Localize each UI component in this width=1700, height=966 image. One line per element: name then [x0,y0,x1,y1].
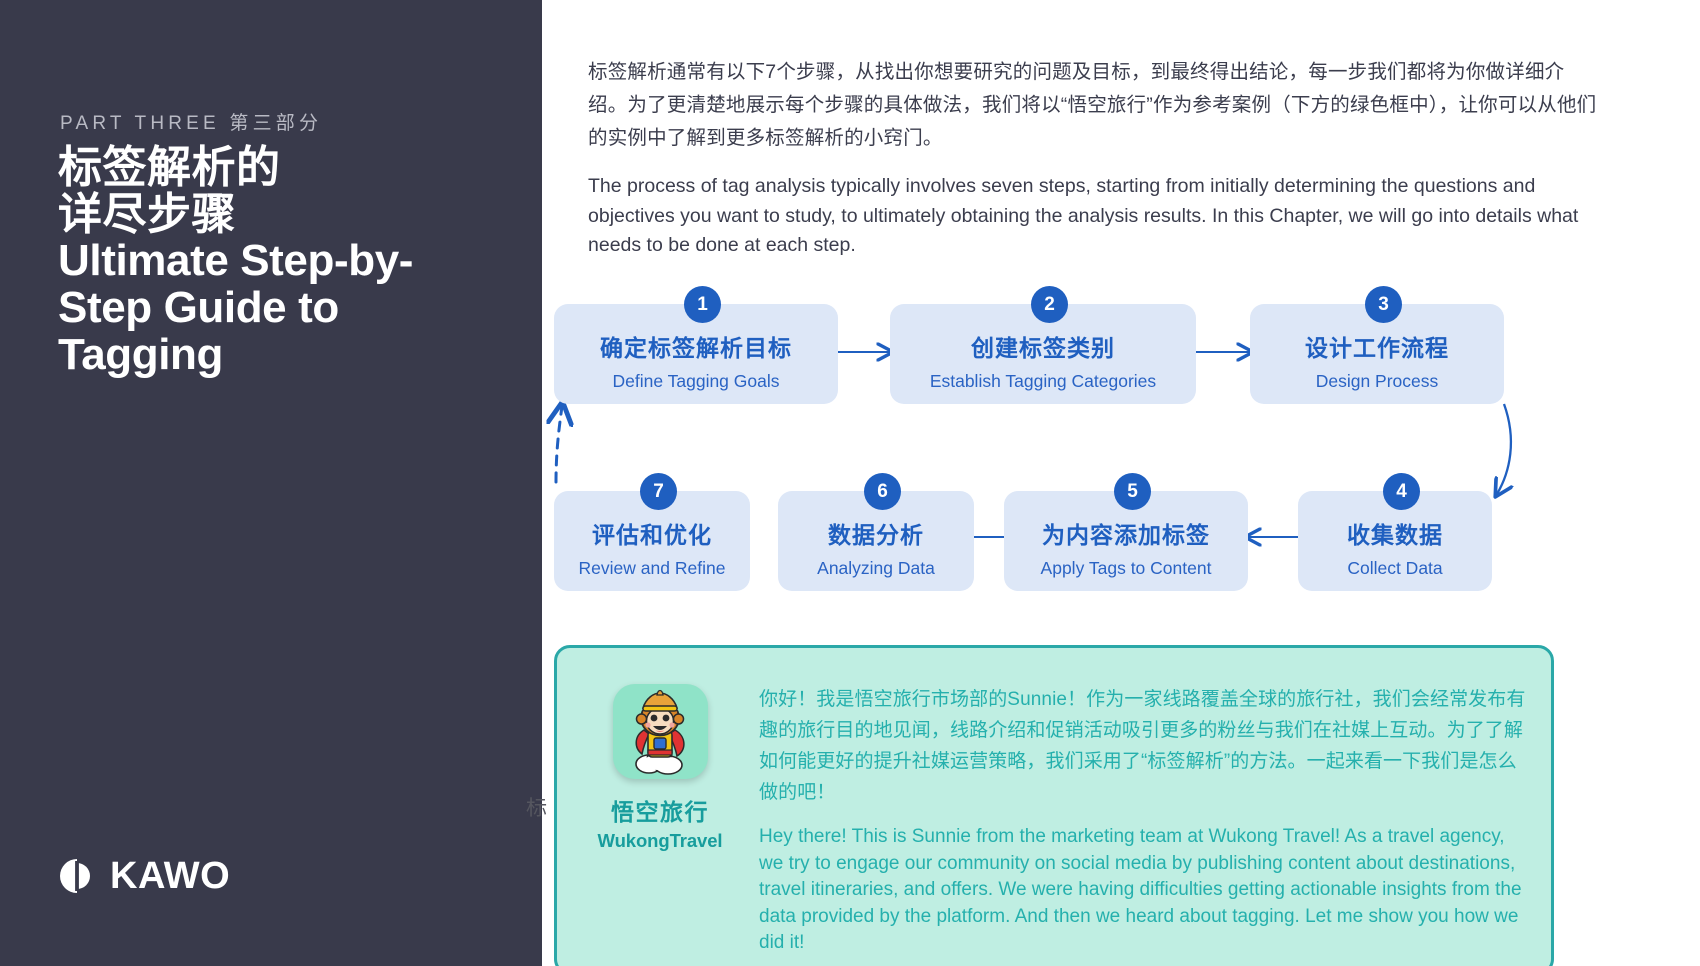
flow-step-3-title-en: Design Process [1315,370,1439,391]
flow-step-2-title-en: Establish Tagging Categories [929,370,1157,391]
flow-step-6-title-en: Analyzing Data [817,557,935,578]
quote-column: 你好！我是悟空旅行市场部的Sunnie！作为一家线路覆盖全球的旅行社，我们会经常… [735,670,1527,953]
tagging-process-flowchart: 1 确定标签解析目标 Define Tagging Goals 2 创建标签类别… [542,272,1700,602]
page-title-cn-line-1: 标签解析的 [58,143,281,192]
flow-step-3[interactable]: 3 设计工作流程 Design Process [1250,286,1504,404]
flow-step-3-badge: 3 [1365,286,1402,323]
flow-step-4-title-en: Collect Data [1347,557,1443,578]
main-content: 标签解析通常有以下7个步骤，从找出你想要研究的问题及目标，到最终得出结论，每一步… [526,0,1700,966]
flow-step-5-badge: 5 [1114,473,1151,510]
watermark-character: 标 [526,797,547,820]
kawo-logo: KAWO [58,857,230,895]
page-title: 标签解析的 详尽步骤 Ultimate Step-by- Step Guide … [58,143,508,379]
brand-name-cn: 悟空旅行 [611,799,709,825]
flow-step-4-title-cn: 收集数据 [1347,521,1443,548]
flow-step-7-badge: 7 [640,473,677,510]
kawo-logo-icon [58,857,96,895]
flow-step-7[interactable]: 7 评估和优化 Review and Refine [554,473,750,591]
flow-step-7-title-en: Review and Refine [578,557,726,578]
flow-step-3-title-cn: 设计工作流程 [1305,334,1449,361]
flow-step-1[interactable]: 1 确定标签解析目标 Define Tagging Goals [554,286,838,404]
flow-step-2-title-cn: 创建标签类别 [971,334,1115,361]
part-label: PART THREE 第三部分 [60,113,323,134]
flow-step-1-title-cn: 确定标签解析目标 [600,334,792,361]
sidebar: PART THREE 第三部分 标签解析的 详尽步骤 Ultimate Step… [0,0,542,966]
brand-name-en: WukongTravel [597,830,723,851]
testimonial-quote-cn: 你好！我是悟空旅行市场部的Sunnie！作为一家线路覆盖全球的旅行社，我们会经常… [759,689,1526,803]
flow-step-5-title-cn: 为内容添加标签 [1042,521,1210,548]
flow-step-5-title-en: Apply Tags to Content [1040,557,1212,578]
flow-step-2-badge: 2 [1031,286,1068,323]
page-title-cn-line-2: 详尽步骤 [58,189,236,239]
flow-step-4[interactable]: 4 收集数据 Collect Data [1298,473,1492,591]
avatar [612,684,708,779]
flow-step-6-title-cn: 数据分析 [828,521,924,548]
flow-step-5[interactable]: 5 为内容添加标签 Apply Tags to Content [1004,473,1248,591]
flow-step-7-title-cn: 评估和优化 [592,521,712,548]
flow-step-1-title-en: Define Tagging Goals [612,370,780,391]
brand-column: 悟空旅行 WukongTravel [585,670,735,952]
flow-step-2[interactable]: 2 创建标签类别 Establish Tagging Categories [890,286,1196,404]
page-title-en-line-3: Tagging [58,329,224,379]
flow-step-1-badge: 1 [684,286,721,323]
flow-step-6-badge: 6 [864,473,901,510]
page-title-en-line-1: Ultimate Step-by- [58,236,414,286]
kawo-wordmark: KAWO [110,855,231,897]
flow-step-4-badge: 4 [1383,473,1420,510]
testimonial-quote-en: Hey there! This is Sunnie from the marke… [759,826,1522,953]
customer-case-callout: 悟空旅行 WukongTravel 你好！我是悟空旅行市场部的Sunnie！作为… [554,645,1554,966]
page-title-en-line-2: Step Guide to [58,282,339,332]
intro-paragraph-en: The process of tag analysis typically in… [588,175,1579,256]
intro-paragraph-cn: 标签解析通常有以下7个步骤，从找出你想要研究的问题及目标，到最终得出结论，每一步… [588,61,1597,149]
flow-step-6[interactable]: 6 数据分析 Analyzing Data [778,473,974,591]
